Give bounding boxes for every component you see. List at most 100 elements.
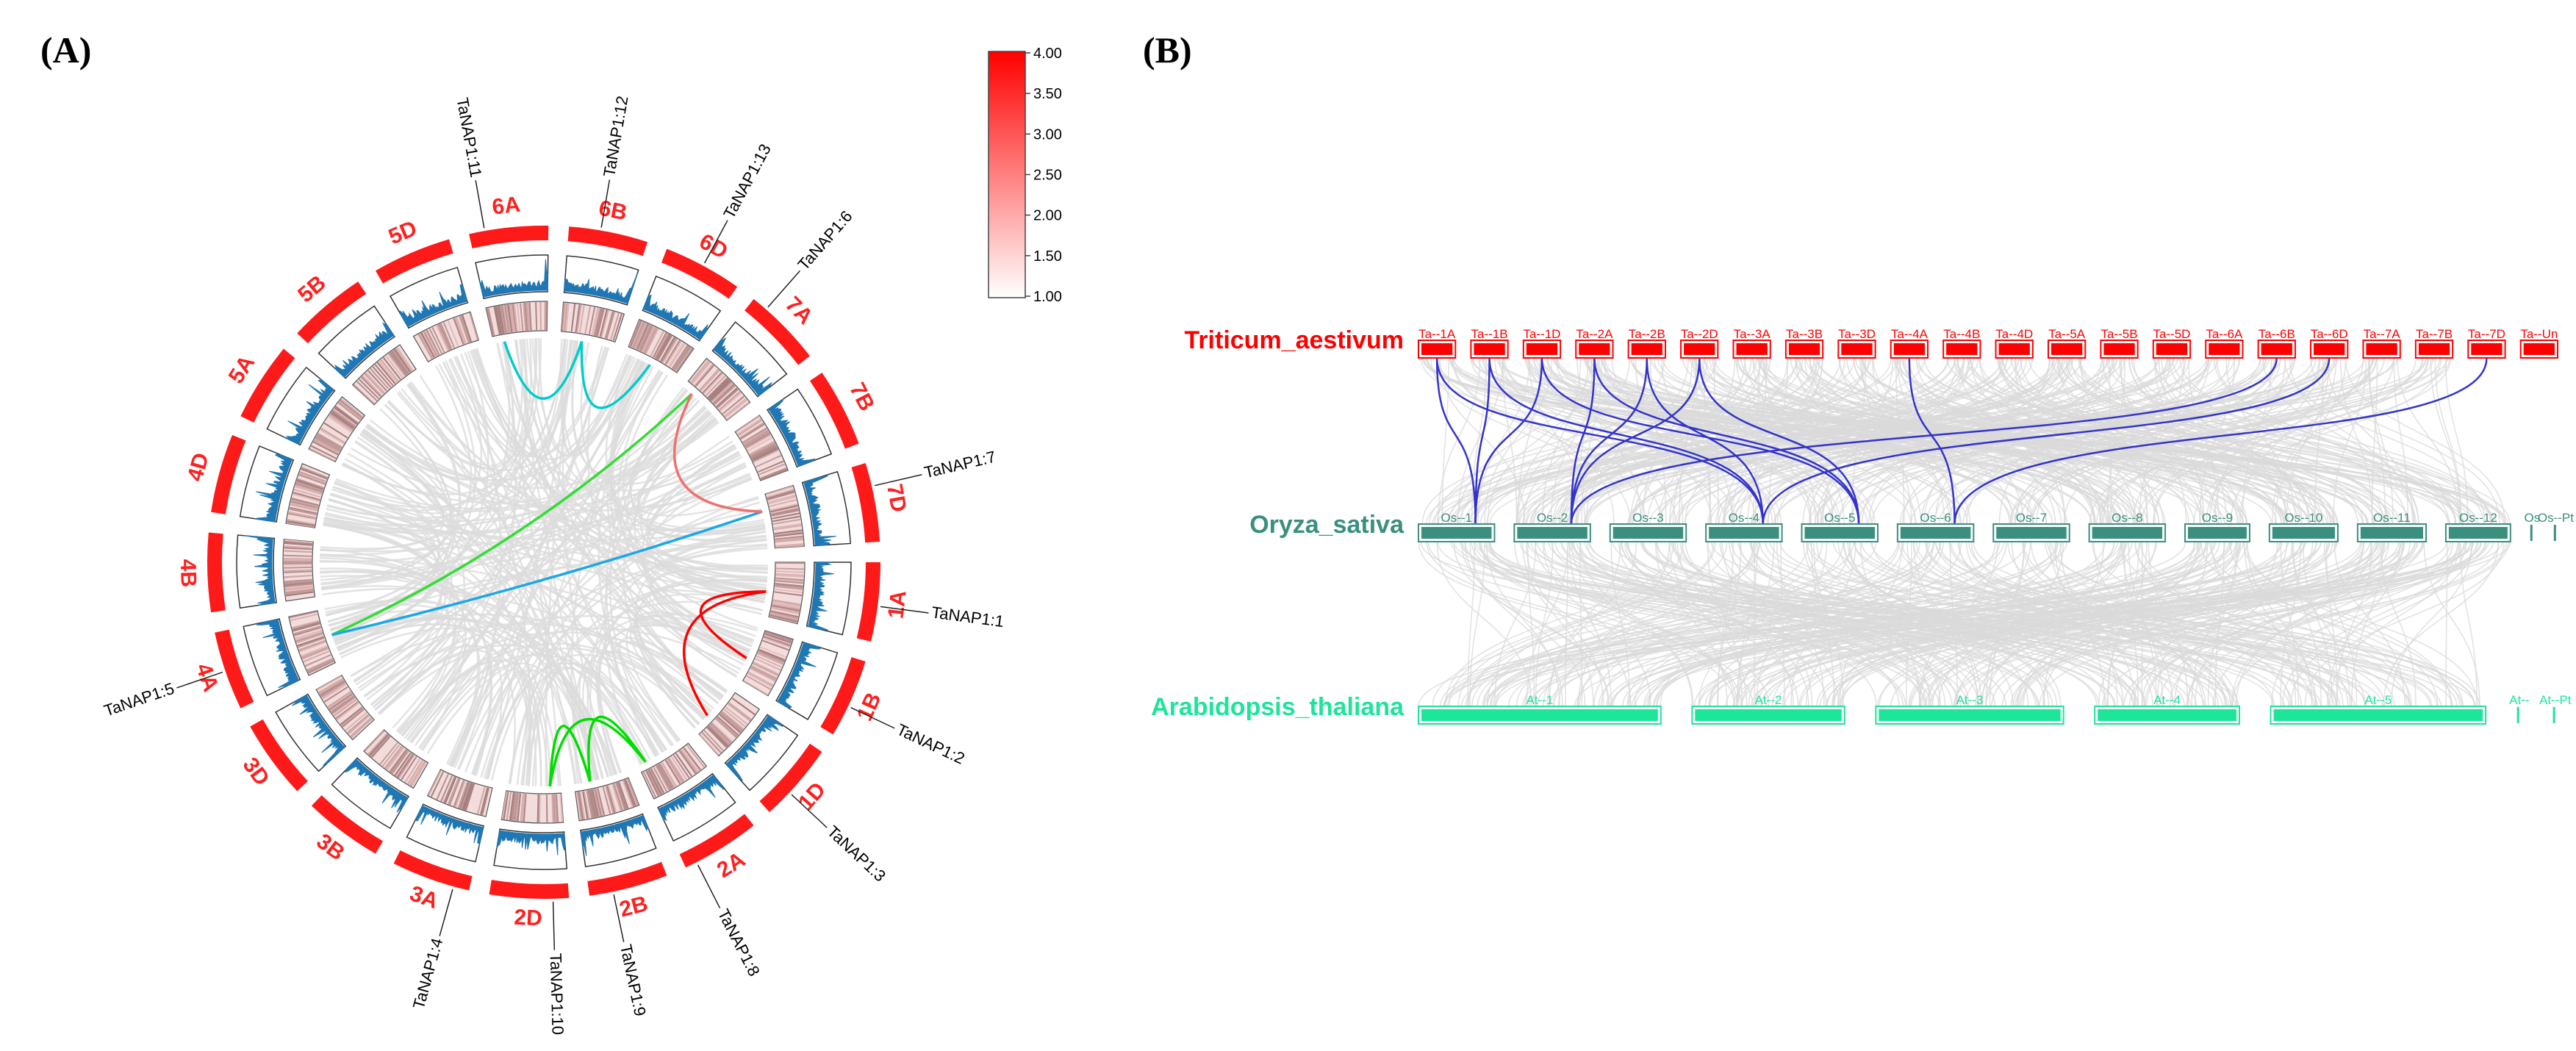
heatmap-cell [435,325,449,351]
heatmap-cell [456,317,467,344]
heatmap-cell [495,306,502,334]
heatmap-cell [655,334,670,359]
background-collinear-link [2047,541,2464,707]
heatmap-cell [671,345,689,370]
heatmap-cell [662,338,678,364]
heatmap-cell [720,392,742,412]
heatmap-cell [774,531,803,536]
wheat-chromosome-Ta--2B [1631,343,1662,355]
heatmap-cell [440,775,453,802]
heatmap-cell [332,409,356,428]
heatmap-cell [670,756,688,781]
background-collinear-link [2159,541,2386,707]
heatmap-cell [335,700,359,720]
heatmap-cell [594,789,603,817]
background-collinear-link [1444,541,1675,707]
heatmap-cell [453,318,464,345]
background-collinear-link [1934,541,2480,707]
heatmap-cell [330,412,354,430]
heatmap-cell [476,786,486,814]
background-collinear-link [2138,357,2185,525]
chromosome-6B [567,226,647,257]
chromosome-2B [587,861,667,896]
density-line [642,294,708,340]
background-collinear-link [1698,541,1851,707]
background-link [359,433,648,762]
rice-chromosome-Os--4 [1709,527,1779,539]
heatmap-cell [387,747,405,771]
gene-label-leader [874,474,922,487]
heatmap-cell [695,365,715,387]
heatmap-cell [649,768,664,794]
background-collinear-link [1612,541,2431,707]
heatmap-cell [454,780,466,808]
heatmap-cell [512,304,517,332]
heatmap-cell [445,777,457,804]
heatmap-cell [378,361,397,384]
heatmap-cell [295,632,323,642]
background-collinear-link [2102,357,2210,525]
heatmap-cell [333,408,357,426]
background-collinear-link [1755,541,1828,707]
wheat-chromosome-Ta--7A [2366,343,2397,355]
heatmap-cell [775,545,804,548]
background-collinear-link [1467,541,1476,707]
heatmap-cell [742,427,767,443]
heatmap-cell [447,778,459,805]
heatmap-cell [625,778,638,806]
heatmap-cell [285,589,314,595]
heatmap-cell [409,761,426,786]
background-link [334,416,716,512]
wheat-chromosome-Ta--5D [2156,343,2188,355]
heatmap-cell [736,415,760,433]
heatmap-cell [640,325,653,352]
heatmap-cell [297,636,325,647]
rice-chromosome-Os--6 [1900,527,1971,539]
rice-chromosome-frame [1992,523,2070,542]
rice-chromosome-frame [1896,523,1975,542]
background-collinear-link [1628,357,2159,525]
heatmap-cell [284,559,312,562]
species-label-arabidopsis: Arabidopsis_thaliana [1151,693,1404,721]
heatmap-cell [719,714,742,733]
background-collinear-link [2134,541,2288,707]
heatmap-cell [304,654,331,667]
rice-chromosome-Os--8 [2092,527,2163,539]
heatmap-cell [641,326,655,353]
heatmap-cell [710,722,732,744]
rice-chromosome-Os--Pt [2553,525,2556,541]
heatmap-cell [683,747,702,771]
paralog-link [503,340,584,401]
heatmap-cell [700,370,720,392]
wheat-chromosome-frame [1522,340,1562,359]
gene-label-leader [176,671,223,689]
background-link [407,383,578,784]
chromosome-5A [240,348,295,423]
wheat-chromosome-label: Ta--7D [2468,327,2505,341]
background-collinear-link [2280,541,2302,707]
heatmap-cell [290,613,318,622]
chromosome-label: 4B [176,559,201,587]
background-collinear-link [1573,541,2039,707]
heatmap-cell [376,362,396,384]
heatmap-cell [657,764,673,789]
heatmap-cell [320,680,345,696]
background-collinear-link [2369,357,2386,525]
rice-chromosome-Os--11 [2360,527,2423,539]
background-collinear-link [1427,541,1926,707]
heatmap-cell [296,633,323,644]
collinear-link [1435,357,1477,525]
chromosome-label: 3D [238,753,274,790]
heatmap-cell [395,753,413,777]
heatmap-cell [774,591,803,597]
heatmap-cell [328,415,352,433]
background-link [617,370,750,652]
heatmap-cell [367,733,388,755]
heatmap-cell [645,770,659,797]
chromosome-label: 2A [713,847,750,883]
heatmap-cell [769,503,798,512]
heatmap-cell [765,631,793,641]
background-collinear-link [1848,357,2441,525]
heatmap-cell [769,614,797,623]
heatmap-cell [606,311,615,340]
